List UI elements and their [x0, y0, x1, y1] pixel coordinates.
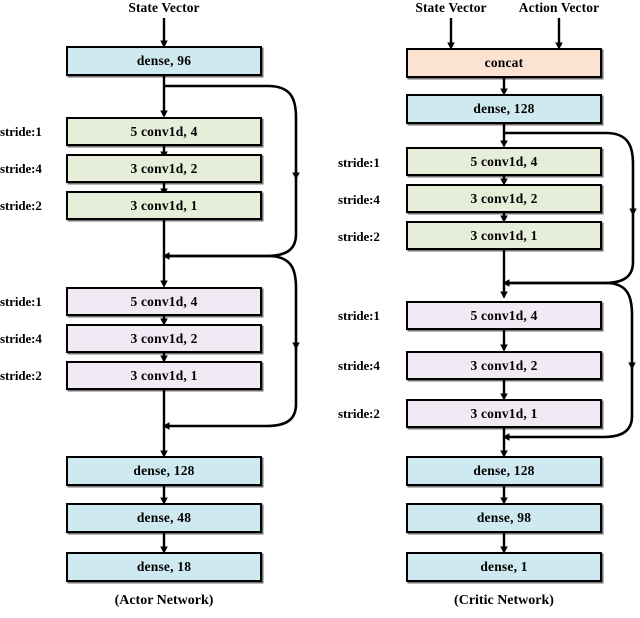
critic-stride-label-conv1d-3-2-b: stride:4	[338, 358, 380, 373]
actor-stride-label-conv1d-5-4-a: stride:1	[0, 124, 42, 139]
critic-layer-dense-98[interactable]: dense, 98	[406, 503, 602, 533]
critic-stride-label-conv1d-3-2-a: stride:4	[338, 192, 380, 207]
critic-layer-dense-1[interactable]: dense, 1	[406, 552, 602, 582]
critic-layer-concat[interactable]: concat	[406, 48, 602, 78]
critic-layer-conv1d-3-1-b[interactable]: 3 conv1d, 1	[406, 399, 602, 428]
actor-stride-label-conv1d-5-4-b: stride:1	[0, 294, 42, 309]
critic-layer-dense-128-bot[interactable]: dense, 128	[406, 456, 602, 486]
critic-stride-label-conv1d-3-1-b: stride:2	[338, 406, 380, 421]
actor-layer-conv1d-5-4-b[interactable]: 5 conv1d, 4	[66, 287, 262, 316]
actor-layer-conv1d-3-1-a[interactable]: 3 conv1d, 1	[66, 191, 262, 220]
actor-stride-label-conv1d-3-2-b: stride:4	[0, 331, 42, 346]
actor-stride-label-conv1d-3-1-a: stride:2	[0, 198, 42, 213]
actor-layer-conv1d-3-2-b[interactable]: 3 conv1d, 2	[66, 324, 262, 353]
critic-layer-conv1d-5-4-b[interactable]: 5 conv1d, 4	[406, 301, 602, 330]
actor-layer-dense-18[interactable]: dense, 18	[66, 552, 262, 582]
critic-layer-conv1d-5-4-a[interactable]: 5 conv1d, 4	[406, 147, 602, 176]
critic-input-state-vector-label: State Vector	[415, 0, 487, 15]
critic-stride-label-conv1d-5-4-a: stride:1	[338, 155, 380, 170]
actor-stride-label-conv1d-3-2-a: stride:4	[0, 161, 42, 176]
actor-layer-conv1d-3-2-a[interactable]: 3 conv1d, 2	[66, 154, 262, 183]
critic-network-caption: (Critic Network)	[454, 593, 554, 608]
critic-layer-dense-128-top[interactable]: dense, 128	[406, 94, 602, 124]
actor-layer-dense-128[interactable]: dense, 128	[66, 456, 262, 486]
critic-layer-conv1d-3-1-a[interactable]: 3 conv1d, 1	[406, 221, 602, 250]
critic-layer-conv1d-3-2-a[interactable]: 3 conv1d, 2	[406, 184, 602, 213]
critic-stride-label-conv1d-5-4-b: stride:1	[338, 308, 380, 323]
critic-stride-label-conv1d-3-1-a: stride:2	[338, 229, 380, 244]
actor-network-caption: (Actor Network)	[114, 593, 214, 608]
actor-layer-conv1d-3-1-b[interactable]: 3 conv1d, 1	[66, 361, 262, 390]
critic-layer-conv1d-3-2-b[interactable]: 3 conv1d, 2	[406, 351, 602, 380]
actor-input-state-vector-label: State Vector	[128, 0, 200, 15]
actor-layer-dense-48[interactable]: dense, 48	[66, 503, 262, 533]
critic-input-action-vector-label: Action Vector	[518, 0, 600, 15]
actor-layer-conv1d-5-4-a[interactable]: 5 conv1d, 4	[66, 117, 262, 146]
actor-layer-dense-96[interactable]: dense, 96	[66, 46, 262, 76]
actor-stride-label-conv1d-3-1-b: stride:2	[0, 368, 42, 383]
